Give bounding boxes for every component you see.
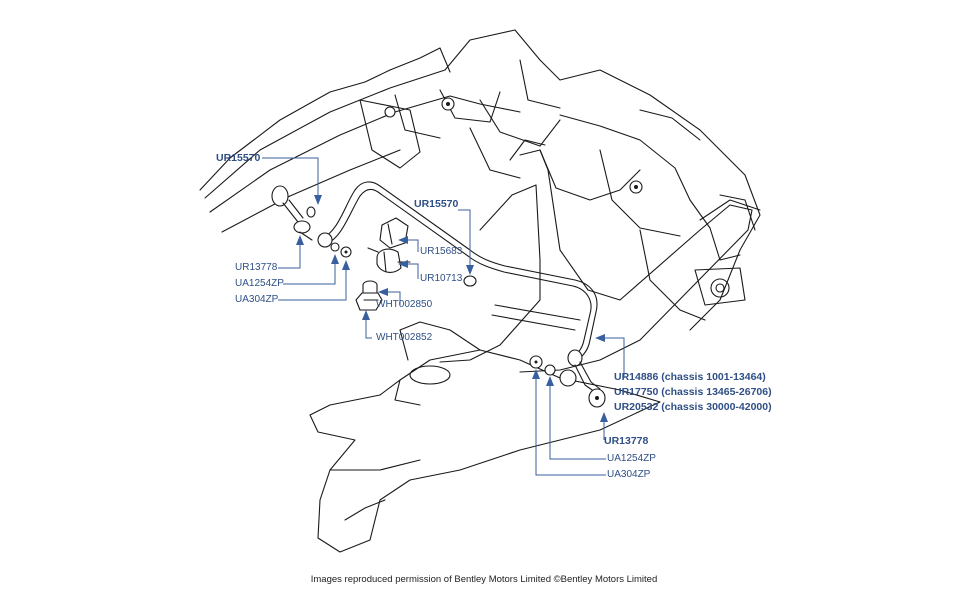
label-ur17750[interactable]: UR17750 (chassis 13465-26706) xyxy=(614,386,772,398)
label-ur15570-center[interactable]: UR15570 xyxy=(414,198,459,210)
left-drop-link xyxy=(271,185,352,258)
label-ur15683[interactable]: UR15683 xyxy=(420,246,463,257)
copyright-credit: Images reproduced permission of Bentley … xyxy=(310,574,658,585)
center-bush xyxy=(463,275,477,287)
label-ua1254zp-right[interactable]: UA1254ZP xyxy=(607,453,656,464)
label-ua1254zp-left[interactable]: UA1254ZP xyxy=(235,278,284,289)
right-drop-link xyxy=(529,349,606,408)
label-ur15570-left[interactable]: UR15570 xyxy=(216,152,261,164)
label-ua304zp-left[interactable]: UA304ZP xyxy=(235,294,279,305)
wishbone-drawing xyxy=(439,139,761,373)
label-ur10713[interactable]: UR10713 xyxy=(420,273,463,284)
label-ur13778-right[interactable]: UR13778 xyxy=(604,435,649,447)
label-ua304zp-right[interactable]: UA304ZP xyxy=(607,469,651,480)
subframe-drawing xyxy=(199,29,761,331)
label-ur14886[interactable]: UR14886 (chassis 1001-13464) xyxy=(614,371,766,383)
label-ur13778-left[interactable]: UR13778 xyxy=(235,262,278,273)
anti-roll-bar xyxy=(321,181,598,363)
label-ur20532[interactable]: UR20532 (chassis 30000-42000) xyxy=(614,401,772,413)
label-wht002852[interactable]: WHT002852 xyxy=(376,332,433,343)
leader-lines xyxy=(262,157,625,476)
bracket-bolts xyxy=(355,280,383,311)
lower-arm-drawing xyxy=(309,321,661,553)
label-wht002850[interactable]: WHT002850 xyxy=(376,299,433,310)
